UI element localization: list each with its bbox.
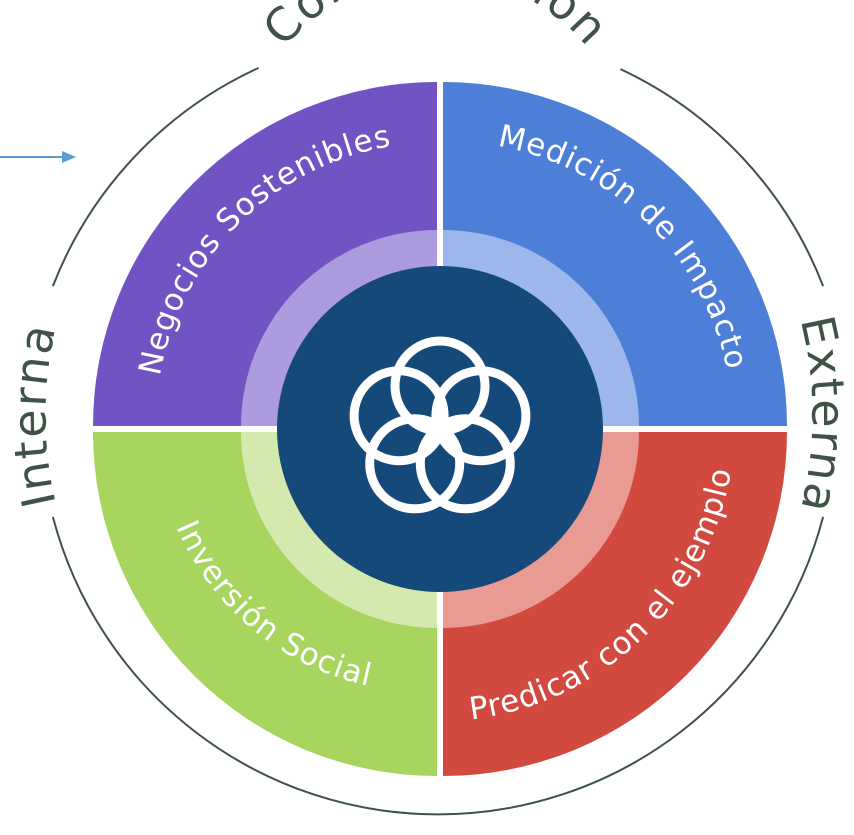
outer-ring-arc-bottom <box>51 516 825 816</box>
pointer-arrow <box>0 151 76 163</box>
outer-ring-arc-top-left <box>51 66 260 287</box>
outer-ring-arc-top-right <box>619 68 825 287</box>
label-comunicacion: Comunicación <box>252 0 620 56</box>
label-interna: Interna <box>2 318 66 512</box>
label-externa: Externa <box>790 311 854 519</box>
flower-of-life-icon <box>349 336 531 514</box>
outer-ring <box>51 66 825 816</box>
